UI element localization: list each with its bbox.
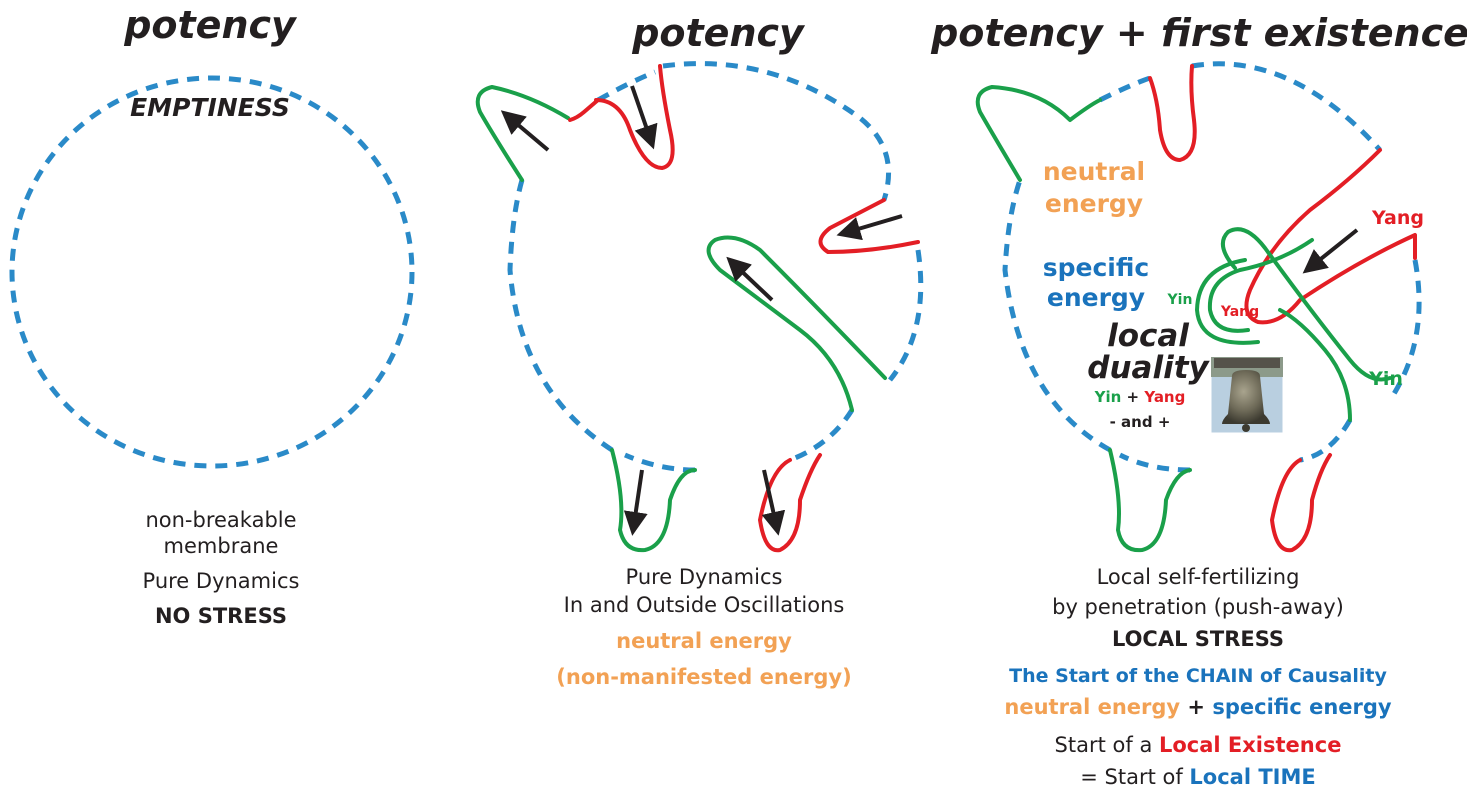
existence-loop-red [1148, 64, 1197, 162]
plus-sign: + [1180, 695, 1212, 719]
local-duality-label-1: local [1107, 318, 1189, 354]
yang-word: Yang [1143, 388, 1185, 406]
membrane-arc [789, 408, 855, 463]
oscillation-loop-green [706, 235, 887, 412]
panel1-caption-3: Pure Dynamics [143, 569, 300, 593]
oscillation-loop-red [818, 198, 920, 254]
panel-first-existence: potency + first existence neutral energy… [930, 11, 1467, 789]
oscillation-loop-green [610, 448, 697, 553]
yin-loop [1207, 238, 1314, 333]
yin-yang-pair: Yin + Yang [1094, 388, 1186, 406]
panel1-caption-2: membrane [164, 534, 279, 558]
membrane-circle [9, 75, 415, 469]
yin-loop [1278, 308, 1352, 422]
arrow-icon [630, 85, 658, 150]
yang-outer-label: Yang [1371, 207, 1424, 229]
oscillation-loop-red [758, 453, 822, 553]
panel-oscillations: potency Pure Dynamics In and Outside Osc… [475, 11, 924, 689]
panel-emptiness: potency EMPTINESS non-breakable membrane… [9, 3, 415, 628]
yin-word: Yin [1094, 388, 1122, 406]
arrow-icon [761, 469, 786, 536]
local-time-phrase: Local TIME [1189, 765, 1315, 789]
equals-start-phrase: = Start of [1080, 765, 1189, 789]
plus-sign: + [1121, 388, 1144, 406]
neutral-energy-label-1: neutral [1043, 157, 1145, 186]
specific-energy-phrase: specific energy [1212, 695, 1392, 719]
oscillation-loop-green [475, 85, 570, 182]
yin-loop [1220, 227, 1392, 382]
membrane-arc [596, 69, 656, 103]
panel2-caption-4: (non-manifested energy) [556, 665, 851, 689]
yin-loop [1195, 258, 1260, 345]
arrow-icon [726, 256, 774, 302]
panel3-caption-7: = Start of Local TIME [1080, 765, 1316, 789]
local-duality-label-2: duality [1087, 350, 1210, 386]
panel3-caption-2: by penetration (push-away) [1052, 595, 1344, 619]
arrow-icon [1302, 228, 1359, 274]
membrane-arc [624, 452, 696, 473]
neutral-energy-phrase: neutral energy [1004, 695, 1180, 719]
membrane-arc [1387, 259, 1422, 402]
panel1-caption-4: NO STRESS [155, 604, 287, 628]
start-of-phrase: Start of a [1055, 733, 1159, 757]
arrow-icon [623, 469, 648, 536]
yin-outer-label: Yin [1368, 368, 1403, 390]
bell-icon [1210, 356, 1284, 434]
yang-arm [1244, 148, 1417, 325]
existence-loop-green [1108, 448, 1192, 553]
yang-inner-label: Yang [1220, 304, 1259, 320]
panel3-caption-6: Start of a Local Existence [1055, 733, 1342, 757]
membrane-arc [507, 179, 614, 453]
membrane-arc [1098, 75, 1151, 103]
local-existence-phrase: Local Existence [1159, 733, 1341, 757]
panel3-caption-3: LOCAL STRESS [1112, 627, 1284, 651]
membrane-arc [1191, 61, 1382, 152]
panel1-title: potency [123, 3, 298, 47]
panel3-caption-5: neutral energy + specific energy [1004, 695, 1392, 719]
membrane-arc [1299, 418, 1353, 463]
arrow-icon [500, 110, 550, 152]
existence-loop-green [975, 85, 1102, 182]
panel1-caption-1: non-breakable [145, 508, 296, 532]
panel3-caption-1: Local self-fertilizing [1097, 565, 1300, 589]
emptiness-label: EMPTINESS [130, 93, 290, 122]
specific-energy-label-2: energy [1047, 283, 1145, 312]
membrane-arc [888, 249, 924, 382]
panel2-title: potency [631, 11, 806, 55]
panel3-caption-4: The Start of the CHAIN of Causality [1009, 665, 1387, 687]
panel3-title: potency + first existence [930, 11, 1467, 55]
membrane-arc [1118, 452, 1191, 473]
arrow-icon [836, 214, 903, 241]
minus-plus-label: - and + [1110, 413, 1171, 431]
existence-loop-red [1270, 453, 1332, 553]
panel2-caption-1: Pure Dynamics [626, 565, 783, 589]
panel2-caption-3: neutral energy [616, 629, 792, 653]
yin-small-label: Yin [1167, 292, 1193, 308]
membrane-arc [662, 61, 892, 201]
oscillation-loop-red [594, 64, 675, 170]
oscillation-loop-red [568, 98, 600, 122]
membrane-arc [1002, 179, 1112, 453]
specific-energy-label-1: specific [1043, 253, 1149, 282]
neutral-energy-label-2: energy [1045, 189, 1143, 218]
panel2-caption-2: In and Outside Oscillations [564, 593, 845, 617]
